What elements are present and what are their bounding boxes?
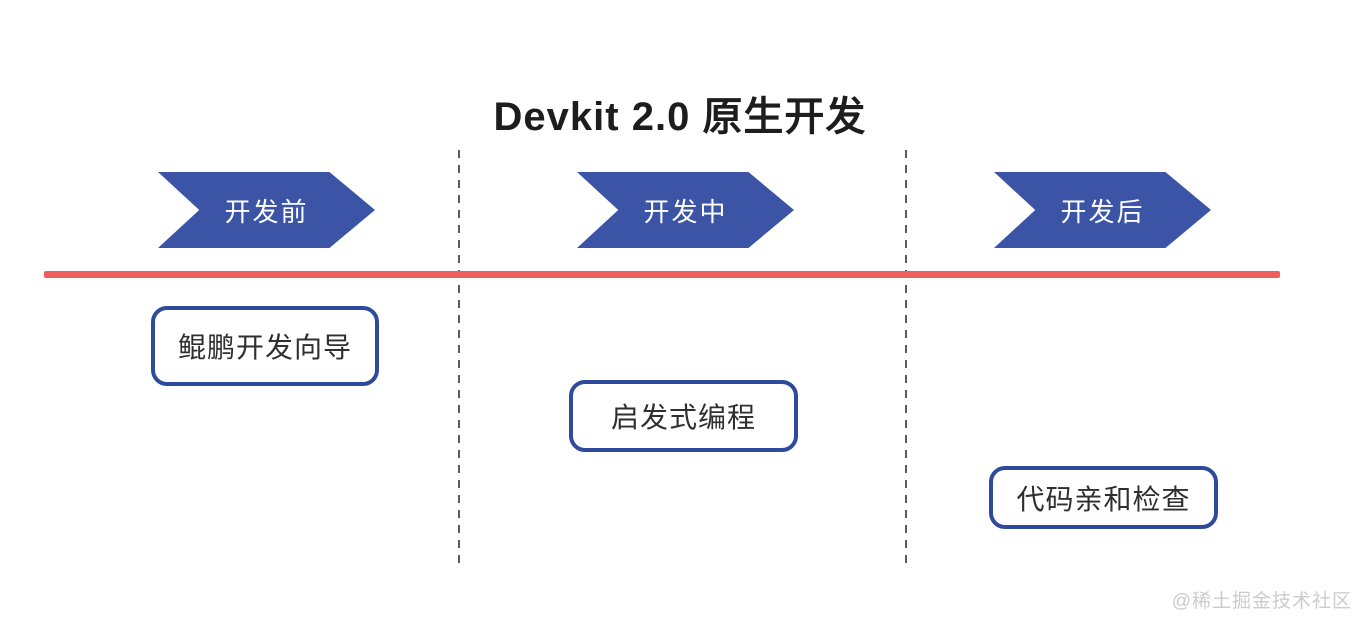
column-divider-2 <box>905 150 907 568</box>
feature-box-label: 代码亲和检查 <box>1016 483 1191 515</box>
feature-box-label: 鲲鹏开发向导 <box>177 332 352 363</box>
feature-box-label: 启发式编程 <box>610 402 756 433</box>
watermark: @稀土掘金技术社区 <box>1171 591 1352 612</box>
feature-box-kunpeng-wizard: 鲲鹏开发向导 <box>151 306 379 386</box>
stage-arrow-pre-development: 开发前 <box>158 172 375 248</box>
page-title: Devkit 2.0 原生开发 <box>493 95 867 139</box>
stage-arrow-label: 开发后 <box>1060 196 1145 227</box>
stage-arrow-label: 开发前 <box>224 196 309 227</box>
stage-arrow-label: 开发中 <box>643 196 728 227</box>
stage-arrow-in-development: 开发中 <box>577 172 794 248</box>
feature-box-heuristic-programming: 启发式编程 <box>569 380 798 452</box>
feature-box-code-affinity-check: 代码亲和检查 <box>989 466 1218 529</box>
stage-arrow-post-development: 开发后 <box>994 172 1211 248</box>
column-divider-1 <box>458 150 460 568</box>
timeline-line <box>44 271 1280 278</box>
